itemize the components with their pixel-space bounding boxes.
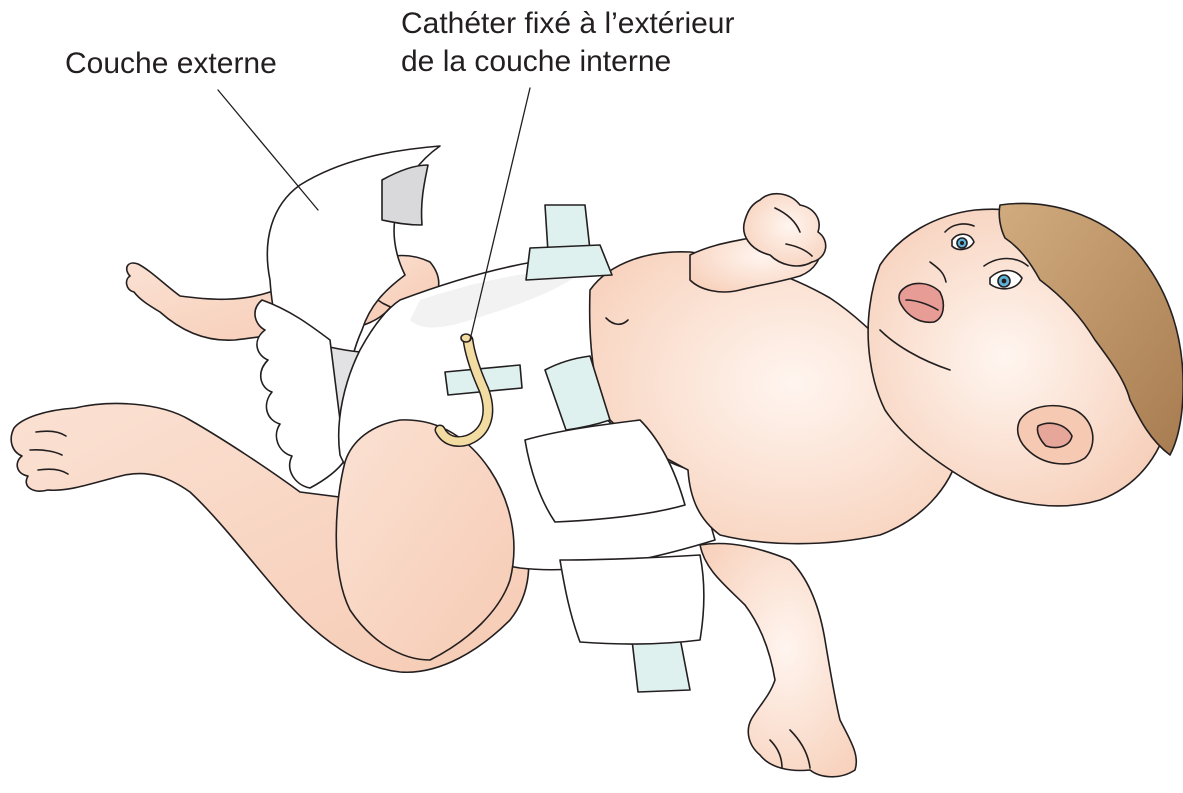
- tape-top-strip: [526, 245, 612, 280]
- label-catheter-line2: de la couche interne: [401, 44, 671, 80]
- tape-bottom: [632, 638, 690, 692]
- leader-outer-diaper: [218, 90, 318, 210]
- lower-arm: [700, 543, 856, 776]
- label-catheter-line1: Cathéter fixé à l’extérieur: [401, 6, 735, 42]
- diaper-flap-lower: [560, 555, 704, 644]
- label-outer-diaper: Couche externe: [65, 46, 277, 82]
